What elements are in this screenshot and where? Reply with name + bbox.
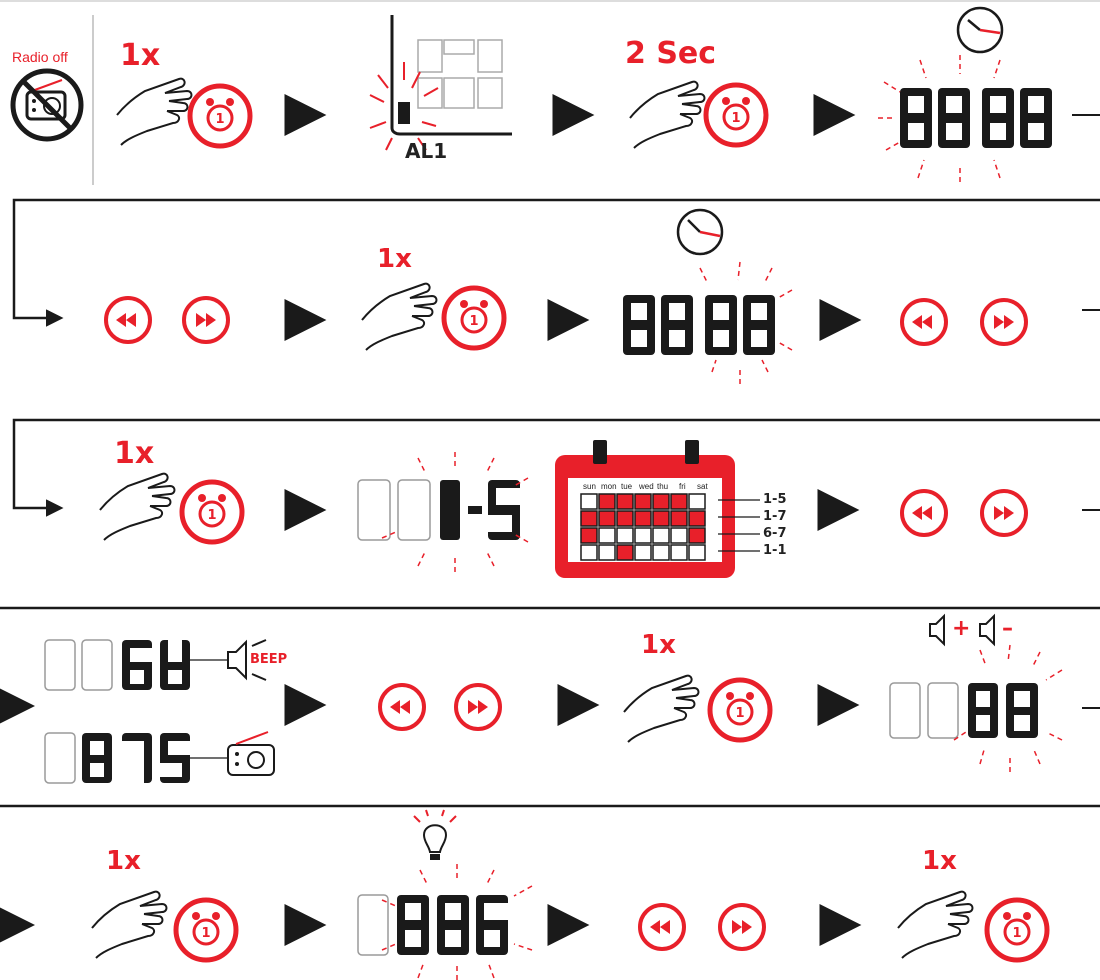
press-count-label: 1x <box>377 244 412 274</box>
light-bulb-icon <box>414 810 456 860</box>
calendar-cell <box>617 511 633 526</box>
alarm-1-button[interactable]: 1 <box>706 85 766 145</box>
svg-text:1: 1 <box>207 508 216 523</box>
weekday-label: thu <box>657 482 668 491</box>
press-count-label: 1x <box>120 38 160 73</box>
alarm-1-button[interactable]: 1 <box>182 482 242 542</box>
time-display <box>623 295 775 355</box>
calendar-cell <box>581 494 597 509</box>
radio-icon <box>228 732 274 775</box>
weekday-label: sat <box>697 482 708 491</box>
clock-icon <box>678 210 722 254</box>
press-duration-label: 2 Sec <box>625 36 716 71</box>
calendar-cell <box>581 545 597 560</box>
calendar-cell <box>653 545 669 560</box>
hand-press-icon <box>624 676 699 742</box>
beep-mode-display <box>45 640 228 690</box>
calendar-cell <box>671 494 687 509</box>
calendar-cell <box>599 545 615 560</box>
calendar-cell <box>599 511 615 526</box>
svg-text:1: 1 <box>215 112 224 127</box>
calendar-cell <box>671 528 687 543</box>
clock-icon <box>958 8 1002 52</box>
calendar-cell <box>671 511 687 526</box>
beep-label: BEEP <box>250 652 287 667</box>
weekday-label: wed <box>639 482 654 491</box>
hand-press-icon <box>117 79 192 145</box>
rewind-button[interactable] <box>902 491 946 535</box>
day-range-label: 1-1 <box>763 543 787 558</box>
volume-up-label: + <box>952 616 970 641</box>
press-count-label: 1x <box>114 436 154 471</box>
brightness-display <box>358 895 508 955</box>
rewind-button[interactable] <box>106 298 150 342</box>
svg-text:1: 1 <box>731 111 740 126</box>
svg-text:1: 1 <box>201 926 210 941</box>
hand-press-icon <box>362 284 437 350</box>
alarm-1-button[interactable]: 1 <box>710 680 770 740</box>
alarm-1-button[interactable]: 1 <box>190 86 250 146</box>
connector <box>14 200 1100 318</box>
calendar-cell <box>689 511 705 526</box>
fast-forward-button[interactable] <box>982 300 1026 344</box>
alarm-1-button[interactable]: 1 <box>444 288 504 348</box>
rewind-button[interactable] <box>640 905 684 949</box>
calendar-cell <box>581 511 597 526</box>
weekday-label: sun <box>583 482 596 491</box>
calendar-cell <box>617 545 633 560</box>
calendar-cell <box>581 528 597 543</box>
time-display <box>900 88 1052 148</box>
display-mode-label: AL1 <box>405 139 447 163</box>
svg-text:1: 1 <box>469 314 478 329</box>
weekday-label: fri <box>679 482 686 491</box>
day-range-label: 1-5 <box>763 492 787 507</box>
fast-forward-button[interactable] <box>184 298 228 342</box>
rewind-button[interactable] <box>902 300 946 344</box>
svg-text:1: 1 <box>735 706 744 721</box>
calendar-cell <box>635 545 651 560</box>
calendar-cell <box>635 494 651 509</box>
alarm-1-button[interactable]: 1 <box>176 900 236 960</box>
fast-forward-button[interactable] <box>720 905 764 949</box>
fast-forward-button[interactable] <box>456 685 500 729</box>
calendar-cell <box>635 511 651 526</box>
calendar-cell <box>653 494 669 509</box>
press-count-label: 1x <box>106 846 141 876</box>
press-count-label: 1x <box>922 846 957 876</box>
fast-forward-button[interactable] <box>982 491 1026 535</box>
alarm-1-button[interactable]: 1 <box>987 900 1047 960</box>
calendar-cell <box>653 528 669 543</box>
calendar-cell <box>599 528 615 543</box>
radio-mode-display <box>45 733 228 783</box>
press-count-label: 1x <box>641 630 676 660</box>
hand-press-icon <box>630 82 705 148</box>
calendar-cell <box>653 511 669 526</box>
hand-press-icon <box>898 892 973 958</box>
rewind-button[interactable] <box>380 685 424 729</box>
svg-text:1: 1 <box>1012 926 1021 941</box>
hand-press-icon <box>92 892 167 958</box>
calendar-cell <box>689 545 705 560</box>
calendar-cell <box>617 494 633 509</box>
day-range-label: 1-7 <box>763 509 787 524</box>
day-mode-display <box>358 480 520 540</box>
calendar-cell <box>671 545 687 560</box>
device-display-illustration <box>370 15 512 150</box>
volume-display <box>890 683 1038 738</box>
calendar-cell <box>689 494 705 509</box>
calendar-cell <box>617 528 633 543</box>
calendar-cell <box>599 494 615 509</box>
volume-down-label: – <box>1002 616 1013 641</box>
calendar-cell <box>689 528 705 543</box>
weekday-label: mon <box>601 482 617 491</box>
calendar-cell <box>635 528 651 543</box>
weekday-label: tue <box>621 482 632 491</box>
radio-off-label: Radio off <box>12 49 68 65</box>
day-range-label: 6-7 <box>763 526 787 541</box>
radio-off-icon <box>13 71 81 139</box>
hand-press-icon <box>100 474 175 540</box>
